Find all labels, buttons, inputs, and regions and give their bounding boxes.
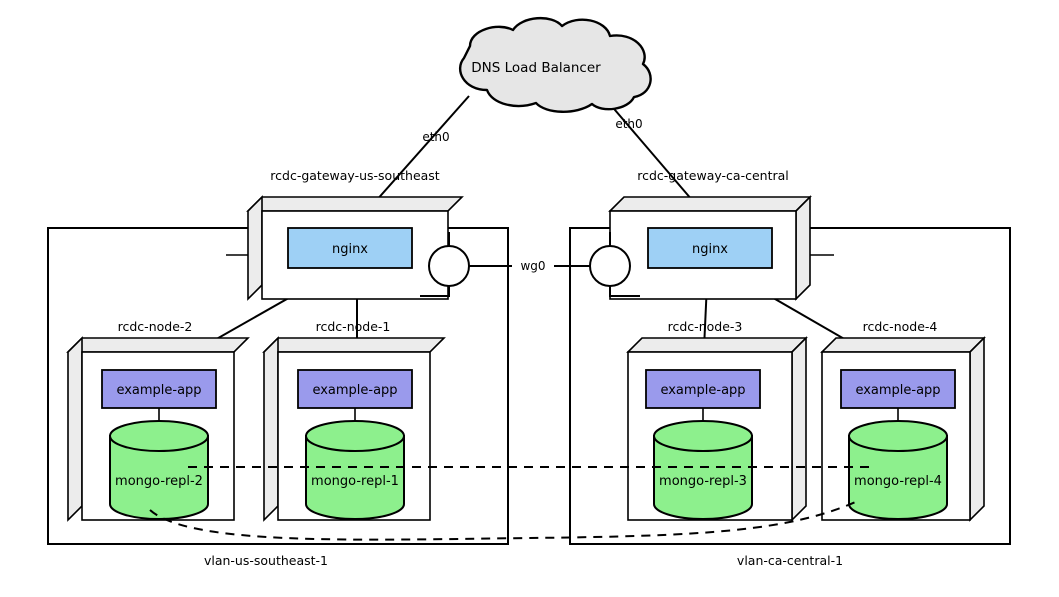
node-rcdc-node-3[interactable]: rcdc-node-3 example-app mongo-repl-3 xyxy=(626,319,808,522)
nginx-left-box[interactable] xyxy=(287,227,413,269)
app-box-node-1[interactable] xyxy=(297,369,413,409)
node-3-label: rcdc-node-3 xyxy=(668,319,743,334)
dns-load-balancer-cloud: DNS Load Balancer xyxy=(458,17,652,113)
db-cylinder-node-4[interactable] xyxy=(848,420,948,520)
app-label-node-3: example-app xyxy=(660,383,745,398)
app-box-node-2[interactable] xyxy=(101,369,217,409)
app-label-node-4: example-app xyxy=(855,383,940,398)
db-label-node-2: mongo-repl-2 xyxy=(115,474,203,489)
app-label-node-2: example-app xyxy=(116,383,201,398)
gateway-left[interactable]: rcdc-gateway-us-southeast nginx xyxy=(226,168,464,301)
nginx-right-label: nginx xyxy=(692,242,728,257)
db-cylinder-node-1[interactable] xyxy=(305,420,405,520)
node-rcdc-node-4[interactable]: rcdc-node-4 example-app mongo-repl-4 xyxy=(820,319,986,522)
wg0-interface-left[interactable] xyxy=(420,232,488,297)
wg0-label-bg xyxy=(512,256,554,274)
node-4-label: rcdc-node-4 xyxy=(863,319,938,334)
node-rcdc-node-2[interactable]: rcdc-node-2 example-app mongo-repl-2 xyxy=(66,319,250,522)
app-box-node-3[interactable] xyxy=(645,369,761,409)
vlan-right-label: vlan-ca-central-1 xyxy=(737,553,843,568)
eth0-right-label: eth0 xyxy=(615,117,642,131)
nginx-right-box[interactable] xyxy=(647,227,773,269)
eth0-left-label: eth0 xyxy=(422,130,449,144)
app-box-node-4[interactable] xyxy=(840,369,956,409)
gateway-left-label: rcdc-gateway-us-southeast xyxy=(270,168,440,183)
db-cylinder-node-2[interactable] xyxy=(109,420,209,520)
replication-link-curved-bottom xyxy=(149,499,861,541)
wg0-label: wg0 xyxy=(520,259,545,273)
cloud-label: DNS Load Balancer xyxy=(471,60,601,76)
db-label-node-1: mongo-repl-1 xyxy=(311,474,399,489)
node-rcdc-node-1[interactable]: rcdc-node-1 example-app mongo-repl-1 xyxy=(262,319,446,522)
db-label-node-4: mongo-repl-4 xyxy=(854,474,942,489)
node-2-label: rcdc-node-2 xyxy=(118,319,193,334)
db-cylinder-node-3[interactable] xyxy=(653,420,753,520)
gateway-right-label: rcdc-gateway-ca-central xyxy=(637,168,789,183)
app-label-node-1: example-app xyxy=(312,383,397,398)
db-label-node-3: mongo-repl-3 xyxy=(659,474,747,489)
wg0-interface-right[interactable] xyxy=(571,232,640,297)
vlan-left-label: vlan-us-southeast-1 xyxy=(204,553,328,568)
nginx-left-label: nginx xyxy=(332,242,368,257)
gateway-right[interactable]: rcdc-gateway-ca-central nginx xyxy=(608,168,834,301)
node-1-label: rcdc-node-1 xyxy=(316,319,391,334)
